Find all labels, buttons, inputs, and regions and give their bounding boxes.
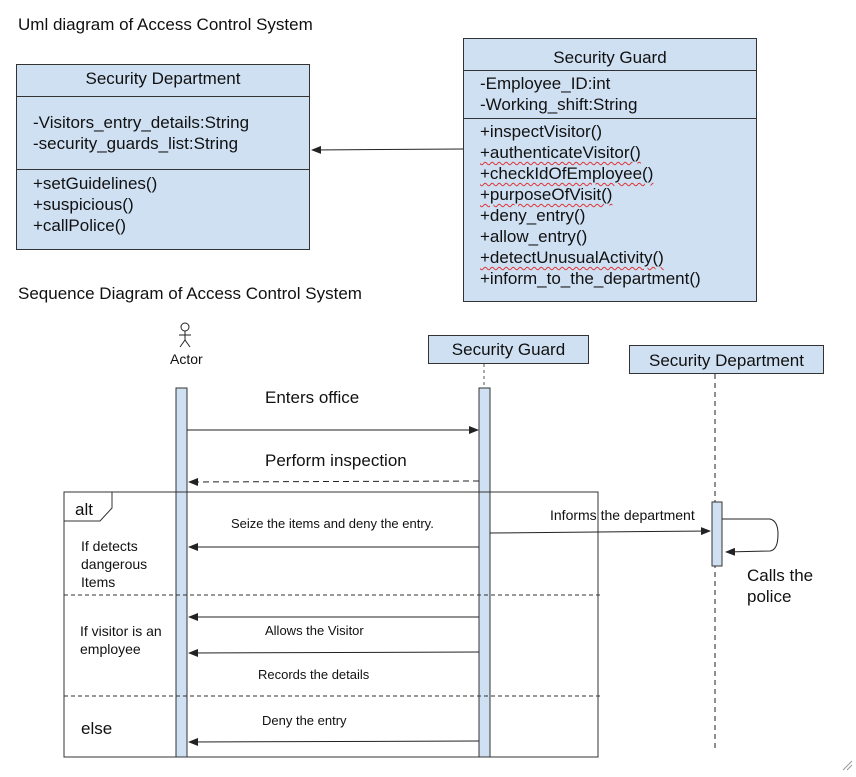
attribute: -Employee_ID:int: [480, 74, 611, 93]
perform-inspection-arrow: [188, 477, 480, 486]
class-attributes: -Visitors_entry_details:String -security…: [17, 97, 309, 170]
method: +authenticateVisitor(): [480, 143, 641, 162]
uml-diagram-title: Uml diagram of Access Control System: [18, 15, 313, 34]
security-guard-class[interactable]: Security Guard -Employee_ID:int -Working…: [463, 38, 757, 302]
method: +inform_to_the_department(): [480, 269, 701, 288]
actor-activation-bar: [175, 387, 188, 758]
class-attributes: -Employee_ID:int -Working_shift:String: [464, 71, 756, 119]
seize-items-label: Seize the items and deny the entry.: [231, 516, 434, 531]
perform-inspection-label: Perform inspection: [265, 451, 407, 470]
informs-department-label: Informs the department: [550, 507, 695, 523]
attribute: -Working_shift:String: [480, 95, 638, 114]
method: +deny_entry(): [480, 206, 586, 225]
calls-police-arrow: [722, 518, 779, 556]
records-details-arrow: [188, 648, 480, 657]
actor-icon: [179, 322, 191, 348]
method: +suspicious(): [33, 195, 134, 214]
deny-entry-label: Deny the entry: [262, 713, 347, 728]
method: +purposeOfVisit(): [480, 185, 613, 204]
records-details-label: Records the details: [258, 667, 370, 682]
class-methods: +inspectVisitor() +authenticateVisitor()…: [464, 119, 756, 289]
method: +allow_entry(): [480, 227, 588, 246]
method: +setGuidelines(): [33, 174, 158, 193]
allows-visitor-label: Allows the Visitor: [265, 623, 364, 638]
alt-label: alt: [75, 500, 93, 519]
security-department-lifeline-box[interactable]: Security Department: [629, 345, 824, 374]
method: +callPolice(): [33, 216, 127, 235]
department-activation-bar: [711, 501, 723, 567]
class-name: Security Guard: [464, 39, 756, 71]
alt-label-tab: [63, 491, 113, 522]
guard-visitor-employee: If visitor is an employee: [80, 623, 162, 657]
actor-label: Actor: [170, 351, 203, 367]
resize-grip-icon: [842, 760, 853, 771]
attribute: -Visitors_entry_details:String: [33, 113, 250, 132]
class-methods: +setGuidelines() +suspicious() +callPoli…: [17, 170, 309, 236]
informs-department-arrow: [489, 527, 711, 536]
association-arrow: [311, 145, 464, 154]
method: +detectUnusualActivity(): [480, 248, 664, 267]
enters-office-label: Enters office: [265, 388, 360, 407]
method: +inspectVisitor(): [480, 122, 603, 141]
guard-dangerous-items: If detects dangerous Items: [81, 538, 148, 590]
sequence-diagram-title: Sequence Diagram of Access Control Syste…: [18, 284, 362, 303]
alt-frame: [63, 491, 599, 758]
guard-activation-bar: [478, 387, 491, 758]
security-department-class[interactable]: Security Department -Visitors_entry_deta…: [16, 64, 310, 250]
calls-police-label: Calls the police: [747, 566, 814, 606]
class-name: Security Department: [17, 65, 309, 97]
guard-else: else: [81, 719, 113, 738]
security-guard-lifeline-box[interactable]: Security Guard: [428, 335, 589, 364]
method: +checkIdOfEmployee(): [480, 164, 654, 183]
deny-entry-arrow: [188, 737, 480, 746]
attribute: -security_guards_list:String: [33, 134, 239, 153]
